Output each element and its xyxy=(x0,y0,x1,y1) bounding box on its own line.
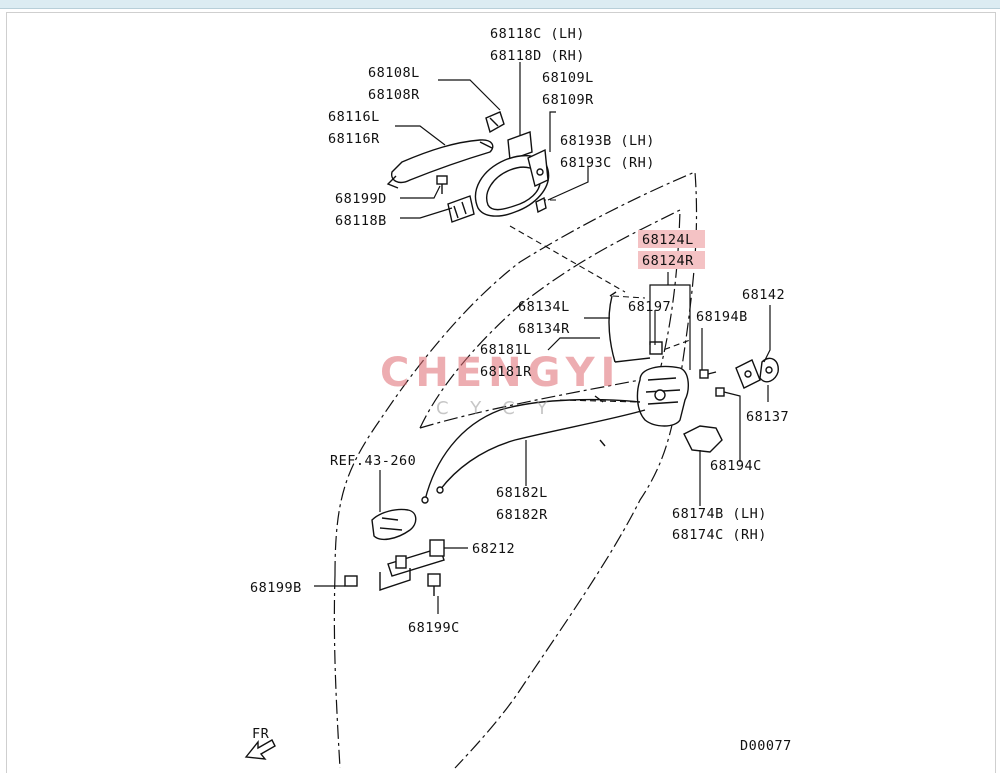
label-68124r: 68124R xyxy=(642,253,694,269)
label-68134r: 68134R xyxy=(518,321,570,337)
window-top-bar xyxy=(0,0,1000,9)
label-68142: 68142 xyxy=(742,287,785,303)
label-68199c: 68199C xyxy=(408,620,460,636)
latch-cover xyxy=(683,425,723,453)
handle-bezel xyxy=(507,131,533,161)
label-68193c: 68193C (RH) xyxy=(560,155,655,171)
outside-handle xyxy=(386,139,494,189)
label-68181r: 68181R xyxy=(480,364,532,380)
watermark-sub: CYCY xyxy=(436,398,570,419)
label-68199b: 68199B xyxy=(250,580,302,596)
label-68118b: 68118B xyxy=(335,213,387,229)
diagram-code: D00077 xyxy=(740,738,792,754)
label-68182l: 68182L xyxy=(496,485,548,501)
door-check xyxy=(344,539,445,596)
label-68118d: 68118D (RH) xyxy=(490,48,585,64)
watermark-brand: CHENGYI xyxy=(380,350,621,396)
label-68109r: 68109R xyxy=(542,92,594,108)
door-latch xyxy=(636,365,689,427)
label-ref-43-260: REF.43-260 xyxy=(330,453,416,469)
label-68108l: 68108L xyxy=(368,65,420,81)
label-68193b: 68193B (LH) xyxy=(560,133,655,149)
label-68116l: 68116L xyxy=(328,109,380,125)
striker-parts xyxy=(699,357,779,397)
label-68197: 68197 xyxy=(628,299,671,315)
label-68137: 68137 xyxy=(746,409,789,425)
label-68182r: 68182R xyxy=(496,507,548,523)
label-68174b: 68174B (LH) xyxy=(672,506,767,522)
leader-lines xyxy=(314,62,771,614)
watermark: CHENGYI CYCY xyxy=(380,350,621,419)
label-68212: 68212 xyxy=(472,541,515,557)
front-direction-arrow: FR xyxy=(244,726,276,760)
label-68194c: 68194C xyxy=(710,458,762,474)
label-68199d: 68199D xyxy=(335,191,387,207)
label-68194b: 68194B xyxy=(696,309,748,325)
inside-handle xyxy=(371,508,417,541)
lock-rod xyxy=(608,291,663,363)
door-outline xyxy=(333,171,698,769)
label-68134l: 68134L xyxy=(518,299,570,315)
label-68124l: 68124L xyxy=(642,232,694,248)
diagram-frame xyxy=(6,12,996,773)
label-68118c: 68118C (LH) xyxy=(490,26,585,42)
fr-label: FR xyxy=(252,726,270,742)
label-68181l: 68181L xyxy=(480,342,532,358)
label-68109l: 68109L xyxy=(542,70,594,86)
handle-bolts xyxy=(436,175,547,223)
highlight-68124r xyxy=(638,251,705,269)
label-68108r: 68108R xyxy=(368,87,420,103)
handle-cap xyxy=(485,111,505,134)
handle-frame xyxy=(474,148,550,217)
lock-cables xyxy=(421,395,646,504)
highlight-68124l xyxy=(638,230,705,248)
label-68116r: 68116R xyxy=(328,131,380,147)
label-68174c: 68174C (RH) xyxy=(672,527,767,543)
